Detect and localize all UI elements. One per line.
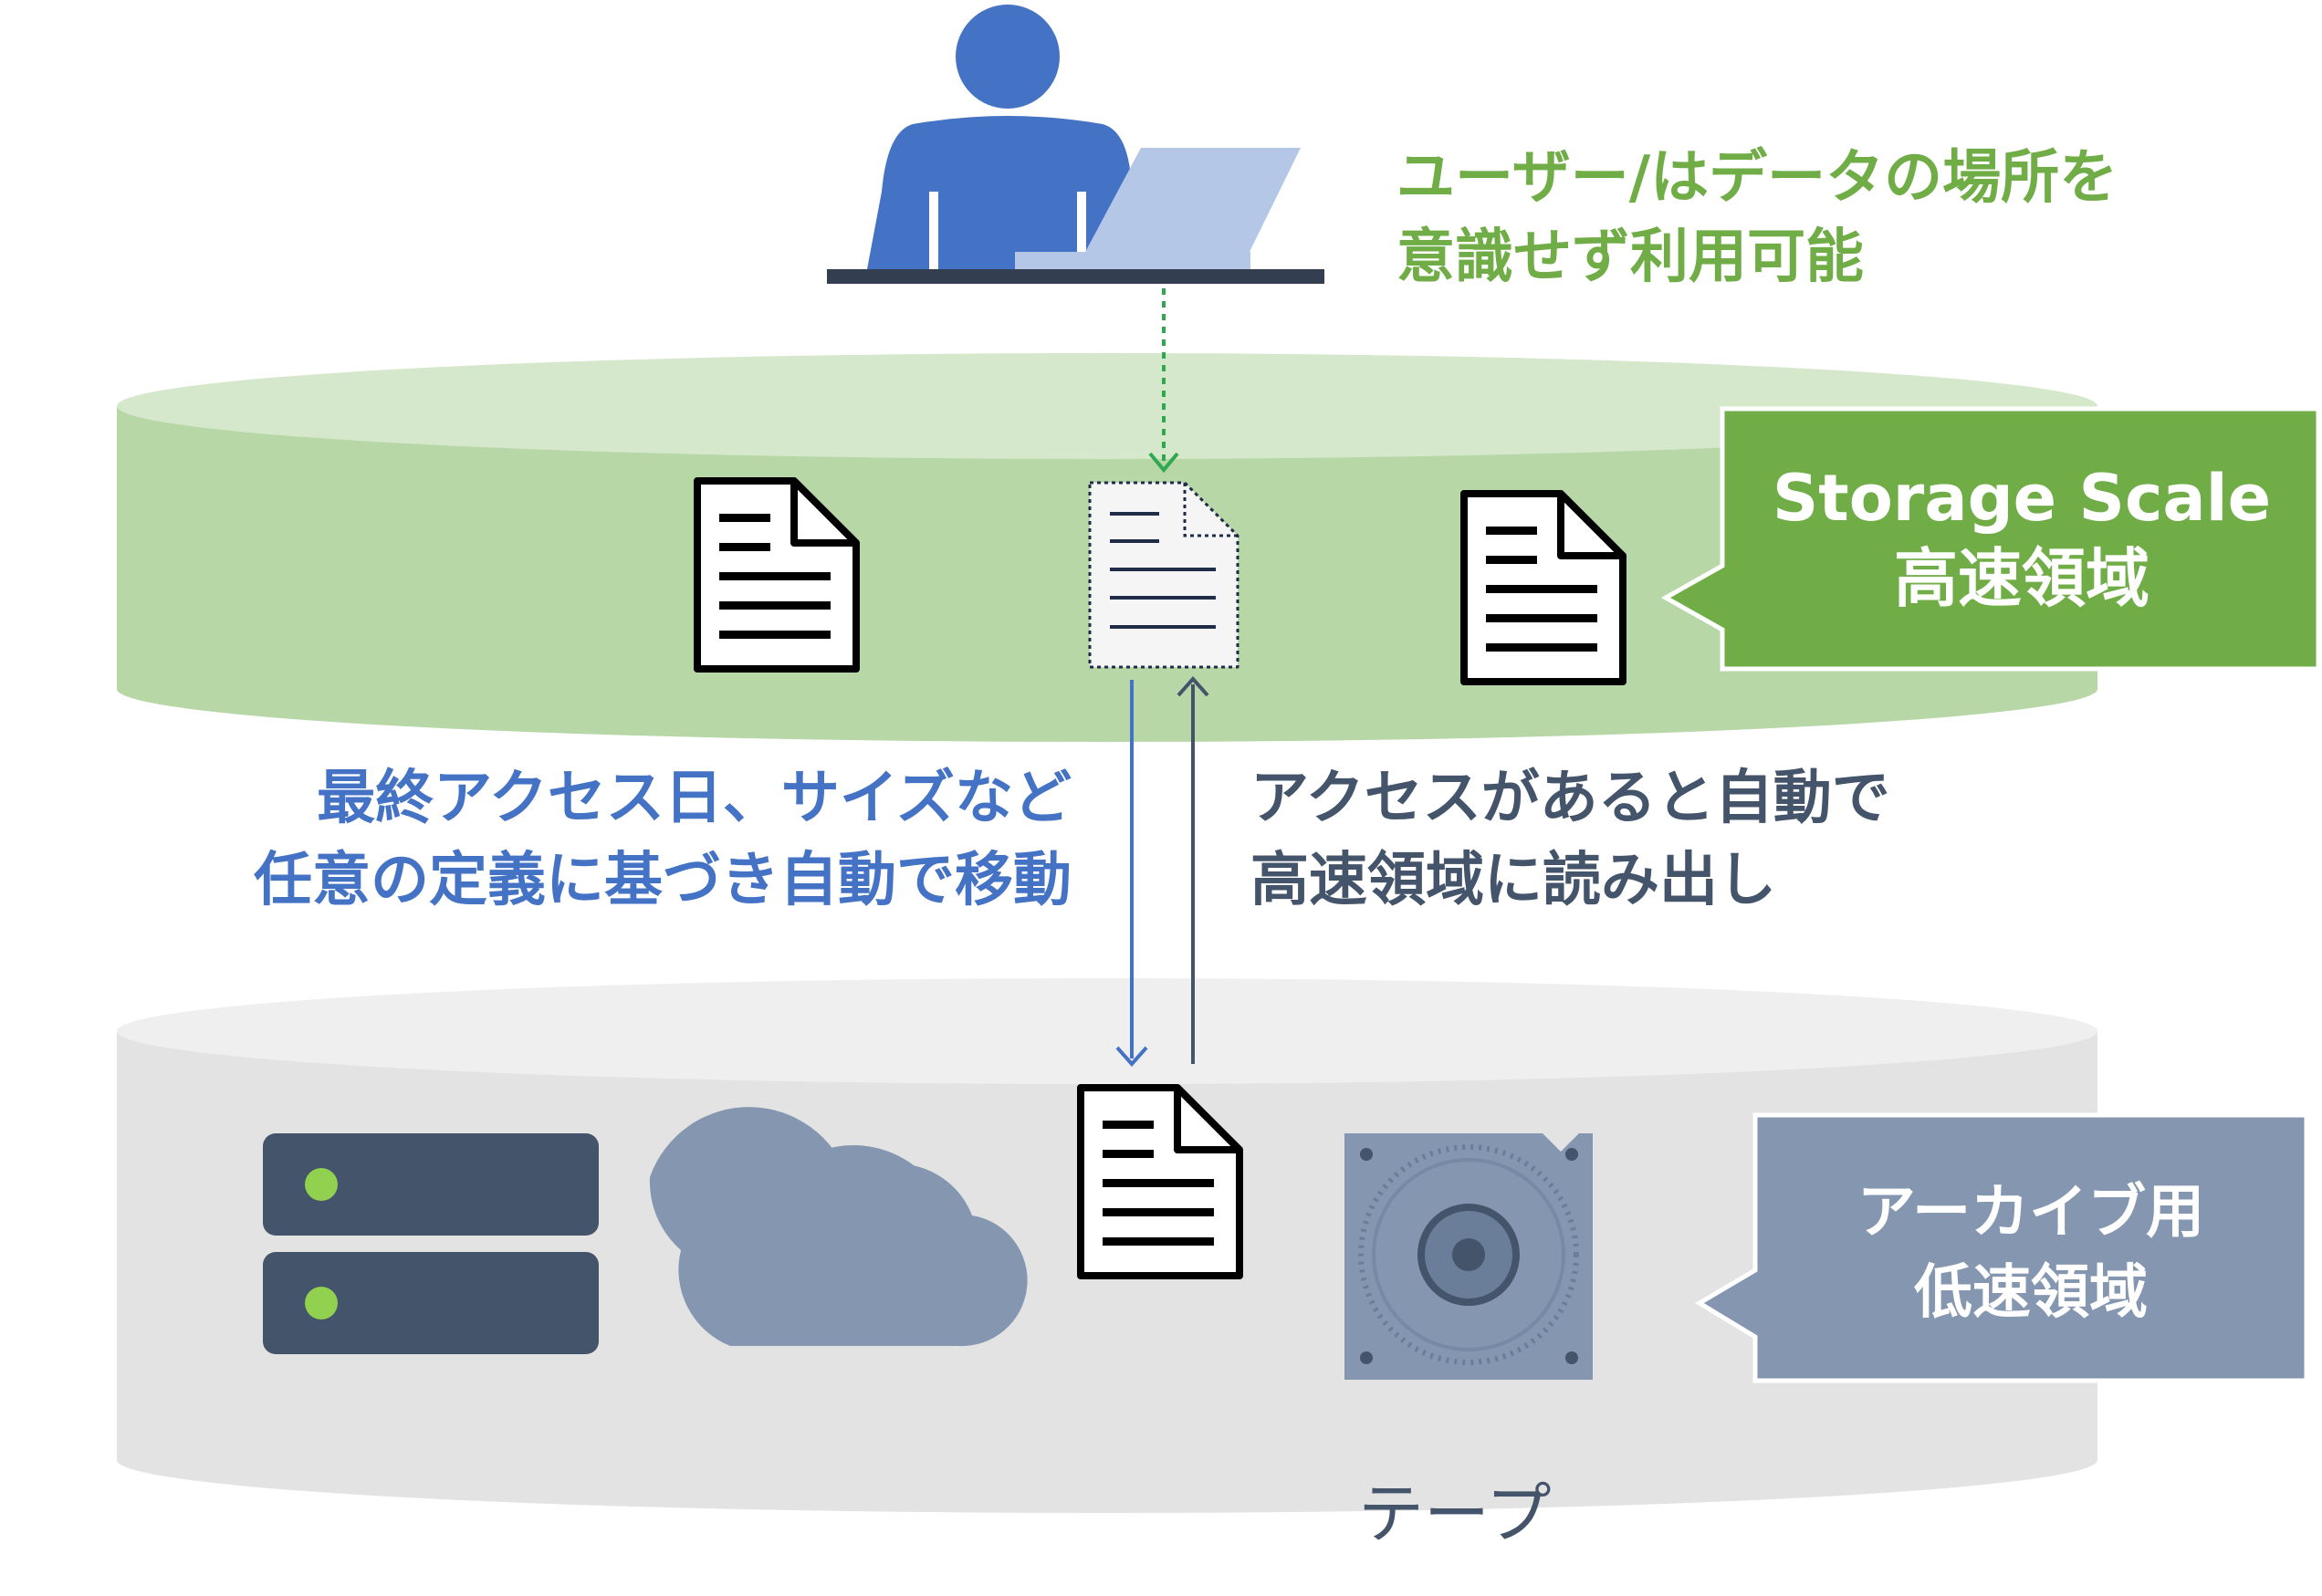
high-tier-label: Storage Scale 高速領域 [1725,458,2318,619]
cloud-icon [649,1107,1028,1347]
high-tier-label-line1: Storage Scale [1772,461,2272,536]
migrate-note-line2: 任意の定義に基づき自動で移動 [254,847,1072,914]
user-note-line2: 意識せず利用可能 [1396,224,1864,291]
low-tier-label-line1: アーカイブ用 [1857,1179,2205,1247]
laptop-icon [1015,148,1301,272]
tape-label: テープ [1358,1476,1552,1552]
recall-note-line1: アクセスがあると自動で [1250,765,1890,832]
document-icon [1460,490,1626,685]
low-tier-callout [1695,1112,2309,1383]
high-tier-callout [1660,406,2321,672]
server-icon [263,1133,599,1354]
recall-up-arrow [1177,675,1209,1064]
migrate-note-line1: 最終アクセス日、サイズなど [317,765,1072,832]
user-note: ユーザー/はデータの場所を 意識せず利用可能 [1396,139,2118,297]
high-tier-label-line2: 高速領域 [1894,541,2149,616]
low-tier-label-line2: 低速領域 [1914,1259,2148,1327]
migrate-down-arrow [1115,680,1148,1068]
migrate-note: 最終アクセス日、サイズなど 任意の定義に基づき自動で移動 [254,757,1072,922]
recall-note-line2: 高速領域に読み出し [1250,847,1776,914]
recall-note: アクセスがあると自動で 高速領域に読み出し [1250,757,1890,922]
low-tier-label: アーカイブ用 低速領域 [1757,1173,2305,1333]
tape-drive-icon [1344,1133,1593,1380]
document-icon [1077,1084,1243,1279]
user-icon [867,5,1139,274]
document-stub-icon [1088,481,1239,669]
desk-bar [827,269,1324,284]
user-note-line1: ユーザー/はデータの場所を [1396,144,2118,212]
user-access-arrow [1148,288,1179,474]
document-icon [694,477,860,673]
